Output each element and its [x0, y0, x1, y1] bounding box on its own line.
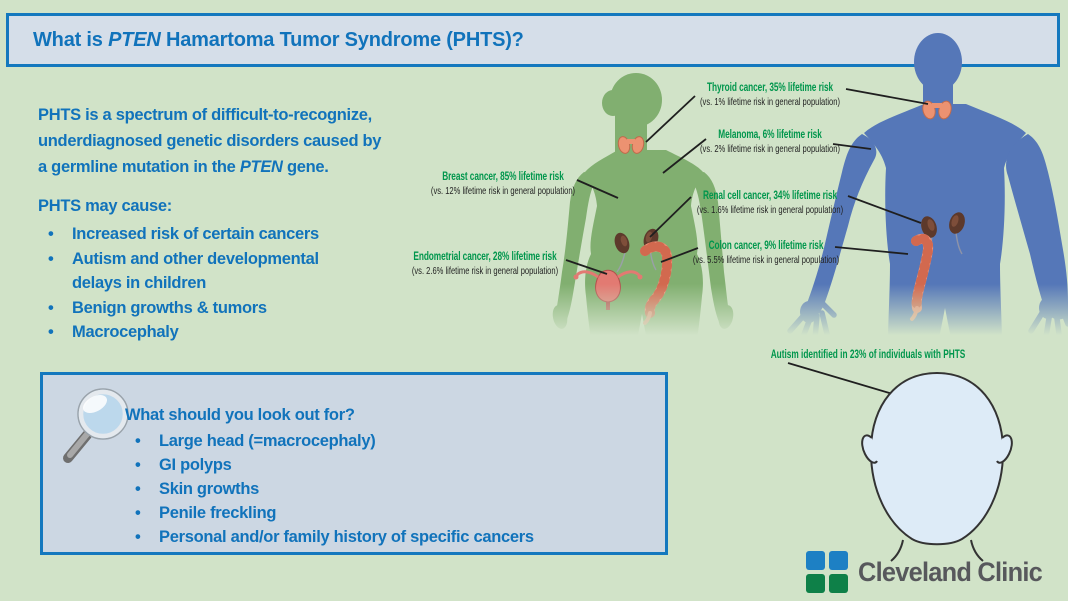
- female-kidneys-icon: [614, 228, 659, 273]
- annotation-detail: (vs. 2.6% lifetime risk in general popul…: [411, 265, 559, 277]
- cause-item: •Increased risk of certain cancers: [38, 222, 398, 247]
- intro-line: PHTS is a spectrum of difficult-to-recog…: [38, 106, 372, 124]
- title-post: Hamartoma Tumor Syndrome (PHTS)?: [160, 28, 524, 51]
- causes-list: •Increased risk of certain cancers •Auti…: [38, 222, 398, 345]
- annotation-title: Colon cancer, 9% lifetime risk: [708, 240, 824, 252]
- cause-item: •Benign growths & tumors: [38, 296, 398, 321]
- annotation-endometrial: Endometrial cancer, 28% lifetime risk (v…: [399, 251, 572, 278]
- bullet: •: [135, 480, 141, 498]
- bullet: •: [135, 432, 141, 450]
- leader-renal-male: [847, 195, 922, 224]
- female-right-hand: [718, 305, 734, 329]
- head-left-ear: [861, 434, 878, 464]
- female-head: [610, 73, 662, 127]
- logo-text: Cleveland Clinic: [858, 556, 1043, 587]
- female-neck: [615, 115, 647, 163]
- annotation-colon: Colon cancer, 9% lifetime risk (vs. 5.5%…: [680, 240, 853, 267]
- annotation-title: Melanoma, 6% lifetime risk: [718, 129, 822, 141]
- male-left-hand: [787, 301, 837, 342]
- intro-line: a germline mutation in the PTEN gene.: [38, 158, 329, 176]
- annotation-breast: Breast cancer, 85% lifetime risk (vs. 12…: [417, 171, 590, 198]
- female-uterus-icon: [573, 269, 643, 310]
- bullet: •: [135, 504, 141, 522]
- causes-section: PHTS may cause: •Increased risk of certa…: [38, 194, 398, 345]
- annotation-renal: Renal cell cancer, 34% lifetime risk (vs…: [684, 190, 857, 217]
- bullet: •: [48, 323, 54, 341]
- title-gene-italic: PTEN: [108, 28, 161, 51]
- male-neck: [923, 74, 953, 118]
- annotation-detail: (vs. 2% lifetime risk in general populat…: [700, 143, 840, 155]
- male-kidneys-icon: [921, 212, 965, 259]
- female-leg-gap: [636, 314, 648, 346]
- magnifier-icon: [63, 388, 129, 463]
- bullet: •: [135, 456, 141, 474]
- annotation-thyroid: Thyroid cancer, 35% lifetime risk (vs. 1…: [684, 82, 857, 109]
- lookout-heading: What should you look out for?: [125, 406, 355, 424]
- bullet: •: [48, 225, 54, 243]
- autism-note: Autism identified in 23% of individuals …: [770, 349, 966, 361]
- male-figure: [787, 33, 1068, 344]
- annotation-title: Endometrial cancer, 28% lifetime risk: [413, 251, 557, 263]
- lookout-item: •Personal and/or family history of speci…: [125, 525, 639, 549]
- cleveland-clinic-logo: Cleveland Clinic: [806, 551, 1054, 593]
- female-left-hand: [552, 305, 568, 329]
- head-right-ear: [996, 434, 1013, 464]
- causes-heading: PHTS may cause:: [38, 197, 172, 215]
- lookout-box: What should you look out for? •Large hea…: [40, 372, 668, 555]
- gene-italic: PTEN: [239, 158, 283, 176]
- male-left-arm: [804, 134, 877, 321]
- annotation-detail: (vs. 5.5% lifetime risk in general popul…: [692, 254, 840, 266]
- male-right-arm: [1006, 134, 1068, 320]
- head-outline: [861, 371, 1013, 562]
- annotation-title: Renal cell cancer, 34% lifetime risk: [702, 190, 838, 202]
- page-title: What is PTEN Hamartoma Tumor Syndrome (P…: [9, 29, 524, 52]
- lookout-item: •Skin growths: [125, 477, 639, 501]
- lookout-item: •GI polyps: [125, 453, 639, 477]
- female-hair-bun: [602, 90, 624, 116]
- bullet: •: [48, 249, 54, 268]
- leader-thyroid-male: [845, 88, 929, 105]
- bullet: •: [135, 528, 141, 546]
- bullet: •: [48, 298, 54, 317]
- annotation-title: Thyroid cancer, 35% lifetime risk: [706, 82, 834, 94]
- male-thyroid-icon: [922, 100, 952, 120]
- cause-item: •Autism and other developmental delays i…: [38, 247, 398, 296]
- female-thyroid-icon: [617, 136, 645, 154]
- leader-endometrial-female: [565, 259, 608, 275]
- lookout-item: •Large head (=macrocephaly): [125, 429, 639, 453]
- cause-item: •Macrocephaly: [38, 320, 398, 345]
- annotation-melanoma: Melanoma, 6% lifetime risk (vs. 2% lifet…: [684, 129, 857, 156]
- male-right-hand: [1028, 297, 1068, 340]
- intro-paragraph: PHTS is a spectrum of difficult-to-recog…: [38, 102, 458, 180]
- annotation-detail: (vs. 1% lifetime risk in general populat…: [700, 96, 840, 108]
- intro-line: underdiagnosed genetic disorders caused …: [38, 132, 382, 150]
- title-bar: What is PTEN Hamartoma Tumor Syndrome (P…: [6, 13, 1060, 67]
- male-torso: [864, 104, 1026, 344]
- female-colon-icon: [640, 241, 673, 325]
- lookout-list: •Large head (=macrocephaly) •GI polyps •…: [125, 429, 639, 549]
- annotation-detail: (vs. 12% lifetime risk in general popula…: [430, 185, 576, 197]
- leader-autism-head: [787, 362, 921, 403]
- annotation-detail: (vs. 1.6% lifetime risk in general popul…: [696, 204, 844, 216]
- annotation-title: Breast cancer, 85% lifetime risk: [442, 171, 564, 183]
- figure-fade: [520, 284, 1068, 348]
- title-pre: What is: [33, 28, 109, 51]
- cleveland-clinic-mark-icon: [806, 551, 848, 593]
- male-colon-icon: [910, 233, 934, 321]
- male-leg-gap: [938, 308, 952, 344]
- lookout-item: •Penile freckling: [125, 501, 639, 525]
